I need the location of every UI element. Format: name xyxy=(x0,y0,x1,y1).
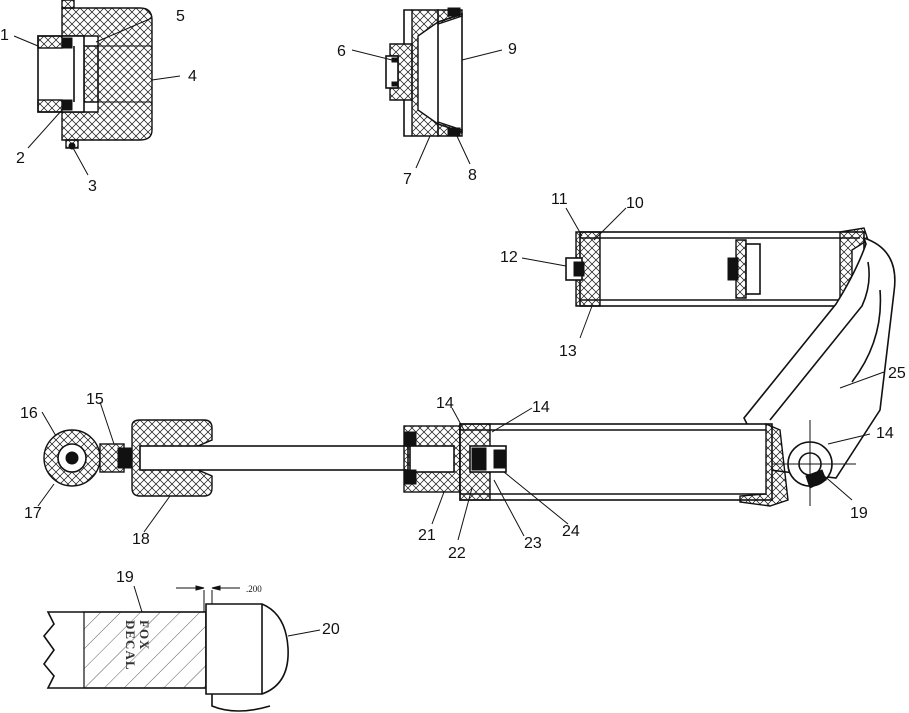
callout-14-mid: 14 xyxy=(532,399,550,416)
decal-label-fox: FOX xyxy=(137,620,152,650)
callout-1: 1 xyxy=(0,27,9,44)
callout-8: 8 xyxy=(468,167,477,184)
detail-piston-section xyxy=(385,7,463,137)
reservoir-bridge-arm xyxy=(743,236,896,506)
callout-14-left: 14 xyxy=(436,395,454,412)
callout-20: 20 xyxy=(322,621,340,638)
callout-12: 12 xyxy=(500,249,518,266)
callout-16: 16 xyxy=(20,405,38,422)
callout-9: 9 xyxy=(508,41,517,58)
callout-17: 17 xyxy=(24,505,42,522)
decal-detail: FOX DECAL xyxy=(42,585,289,712)
callout-14-right: 14 xyxy=(876,425,894,442)
callout-5: 5 xyxy=(176,8,185,25)
callout-22: 22 xyxy=(448,545,466,562)
callout-21: 21 xyxy=(418,527,436,544)
callout-3: 3 xyxy=(88,178,97,195)
callout-18: 18 xyxy=(132,531,150,548)
callout-13: 13 xyxy=(559,343,577,360)
callout-6: 6 xyxy=(337,43,346,60)
callout-7: 7 xyxy=(403,171,412,188)
callout-19-left: 19 xyxy=(116,569,134,586)
callout-25: 25 xyxy=(888,365,906,382)
callout-4: 4 xyxy=(188,68,197,85)
detail-eyelet-section xyxy=(37,0,153,150)
callout-2: 2 xyxy=(16,150,25,167)
callout-19-right: 19 xyxy=(850,505,868,522)
callout-15: 15 xyxy=(86,391,104,408)
reservoir-canister xyxy=(565,227,869,318)
callout-10: 10 xyxy=(626,195,644,212)
dimension-label: .200 xyxy=(246,584,262,594)
shock-main-assembly xyxy=(43,419,789,507)
callout-11: 11 xyxy=(551,191,568,208)
callout-23: 23 xyxy=(524,535,542,552)
decal-label-decal: DECAL xyxy=(123,620,138,671)
callout-24: 24 xyxy=(562,523,580,540)
